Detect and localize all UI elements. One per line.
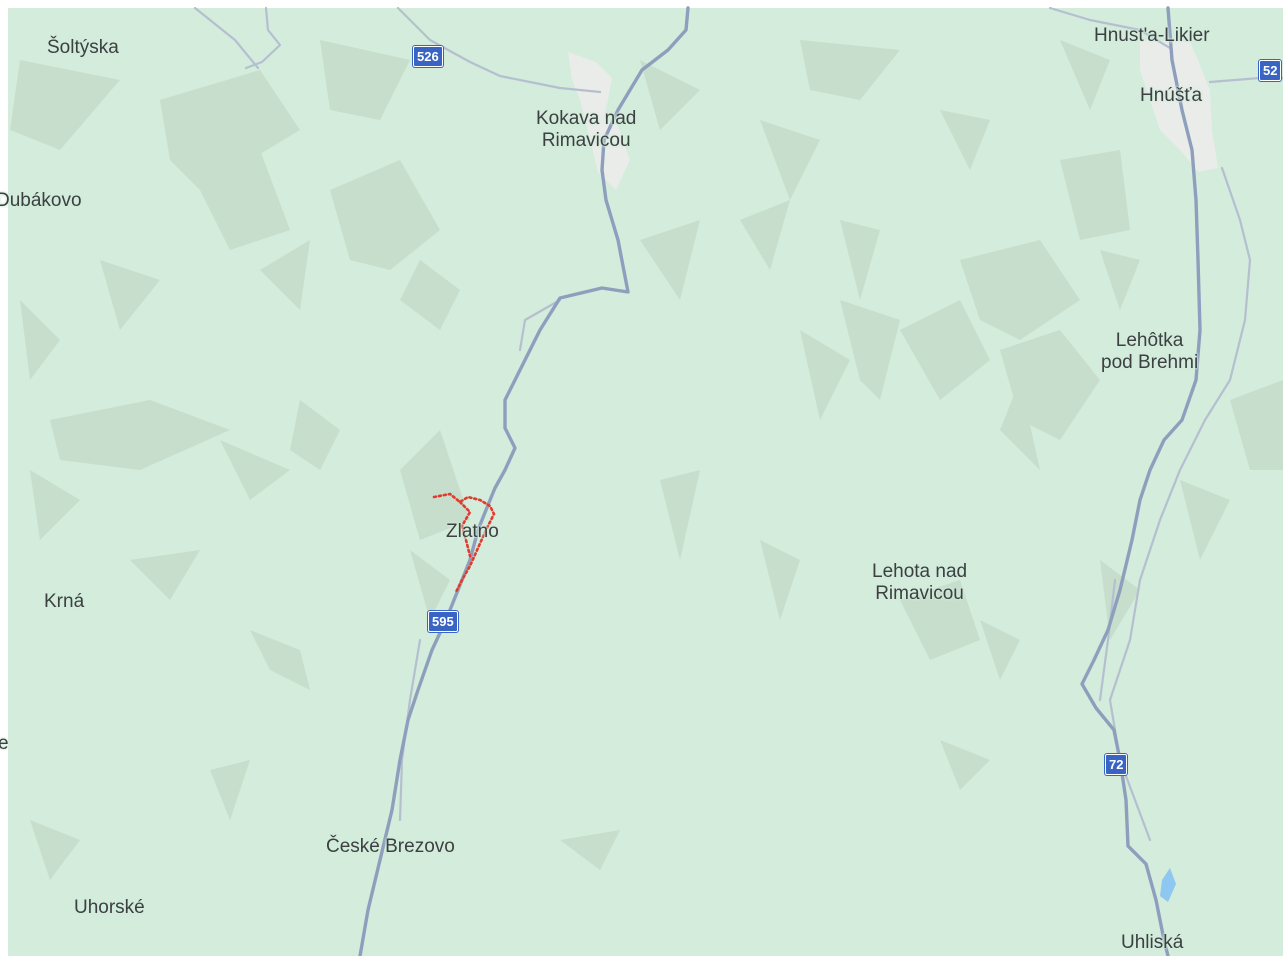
- place-name-line-2: Rimavicou: [541, 130, 631, 151]
- place-label-edge-fragment[interactable]: e: [0, 733, 9, 755]
- dotted-route: [432, 492, 496, 594]
- place-label-lehotka-pod-brehmi[interactable]: Lehôtka pod Brehmi: [1101, 330, 1198, 374]
- place-label-hnusta[interactable]: Hnúšťa: [1140, 85, 1202, 107]
- place-name: Zlatno: [446, 521, 499, 542]
- major-roads: [358, 6, 1202, 956]
- place-name: Dubákovo: [0, 190, 82, 211]
- road-shield-72[interactable]: 72: [1105, 754, 1128, 775]
- place-name-line-1: Kokava nad: [536, 108, 637, 129]
- place-label-lehota-nad-rimavicou[interactable]: Lehota nad Rimavicou: [872, 561, 967, 605]
- place-label-uhliska[interactable]: Uhliská: [1121, 932, 1183, 954]
- place-name: Hnúšťa: [1140, 85, 1203, 106]
- terrain-shading: [10, 40, 1283, 880]
- place-label-ceske-brezovo[interactable]: České Brezovo: [326, 836, 455, 858]
- place-name: Hnust'a-Likier: [1094, 25, 1210, 46]
- place-name: Šoltýska: [47, 37, 119, 58]
- place-name-line-2: Rimavicou: [875, 583, 964, 604]
- road-shield-526[interactable]: 526: [413, 46, 443, 67]
- place-name-line-1: Lehôtka: [1115, 330, 1184, 351]
- place-name: Uhorské: [74, 897, 145, 918]
- urban-areas: [568, 40, 1218, 190]
- road-72: [1080, 6, 1202, 956]
- place-label-uhorske[interactable]: Uhorské: [74, 897, 145, 919]
- place-name-line-1: Lehota nad: [872, 561, 968, 582]
- road-shield-52[interactable]: 52: [1259, 60, 1282, 81]
- place-name-line-2: pod Brehmi: [1101, 352, 1199, 373]
- water-features: [1160, 868, 1176, 902]
- place-name: e: [0, 733, 9, 754]
- place-label-zlatno[interactable]: Zlatno: [446, 521, 499, 543]
- place-name: České Brezovo: [326, 836, 455, 857]
- road-526-595: [358, 6, 690, 956]
- place-name: Krná: [44, 591, 85, 612]
- place-label-dubakovo[interactable]: Dubákovo: [0, 190, 82, 212]
- place-label-soltyska[interactable]: Šoltýska: [47, 37, 119, 59]
- place-label-hnusta-likier[interactable]: Hnust'a-Likier: [1094, 25, 1210, 47]
- place-label-krna[interactable]: Krná: [44, 591, 84, 613]
- road-shield-595[interactable]: 595: [428, 611, 458, 632]
- place-name: Uhliská: [1121, 932, 1184, 953]
- place-label-kokava-nad-rimavicou[interactable]: Kokava nad Rimavicou: [536, 108, 636, 152]
